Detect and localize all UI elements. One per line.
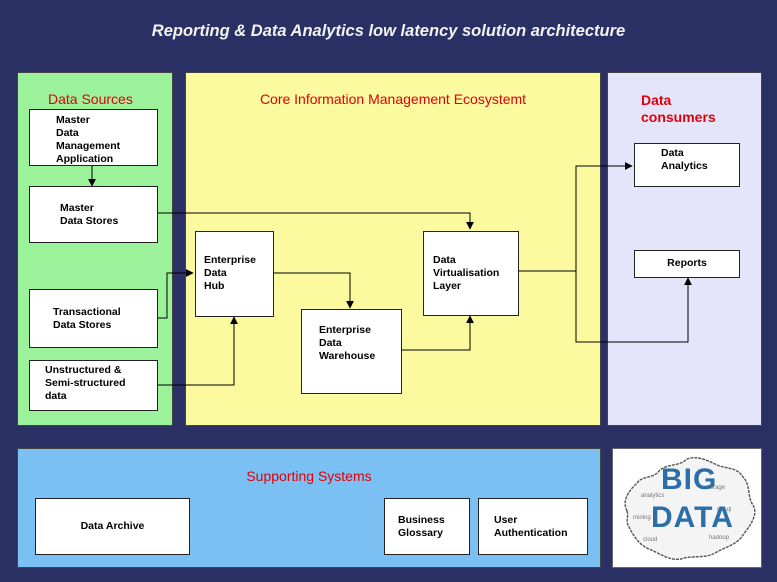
master-data-management-app-box: Master Data Management Application [29, 109, 158, 166]
data-consumers-panel: Data consumers [607, 72, 762, 426]
big-data-logo: analytics storage cloud hadoop nosql mining… [612, 448, 762, 568]
data-sources-title: Data Sources [48, 91, 133, 107]
enterprise-data-warehouse-box: Enterprise Data Warehouse [301, 309, 402, 394]
business-glossary-box: Business Glossary [384, 498, 470, 555]
enterprise-data-hub-box: Enterprise Data Hub [195, 231, 274, 317]
core-ecosystem-panel: Core Information Management Ecosystemt [185, 72, 601, 426]
transactional-data-stores-box: Transactional Data Stores [29, 289, 158, 348]
svg-text:mining: mining [633, 515, 651, 521]
data-analytics-box: Data Analytics [634, 143, 740, 187]
svg-text:cloud: cloud [643, 537, 657, 543]
diagram-title: Reporting & Data Analytics low latency s… [151, 22, 626, 40]
svg-text:hadoop: hadoop [709, 535, 730, 541]
data-archive-box: Data Archive [35, 498, 190, 555]
svg-text:analytics: analytics [641, 493, 664, 499]
core-ecosystem-title: Core Information Management Ecosystemt [259, 91, 527, 107]
reports-box: Reports [634, 250, 740, 278]
unstructured-data-box: Unstructured & Semi-structured data [29, 360, 158, 411]
london-map-icon: analytics storage cloud hadoop nosql mining [624, 456, 756, 561]
svg-text:storage: storage [705, 485, 726, 491]
logo-data-text: DATA [651, 501, 734, 534]
svg-text:nosql: nosql [717, 507, 731, 513]
supporting-systems-title: Supporting Systems [246, 468, 372, 484]
data-consumers-title: Data consumers [641, 92, 716, 125]
user-authentication-box: User Authentication [478, 498, 588, 555]
logo-big-text: BIG [661, 463, 718, 496]
master-data-stores-box: Master Data Stores [29, 186, 158, 243]
data-virtualisation-layer-box: Data Virtualisation Layer [423, 231, 519, 316]
